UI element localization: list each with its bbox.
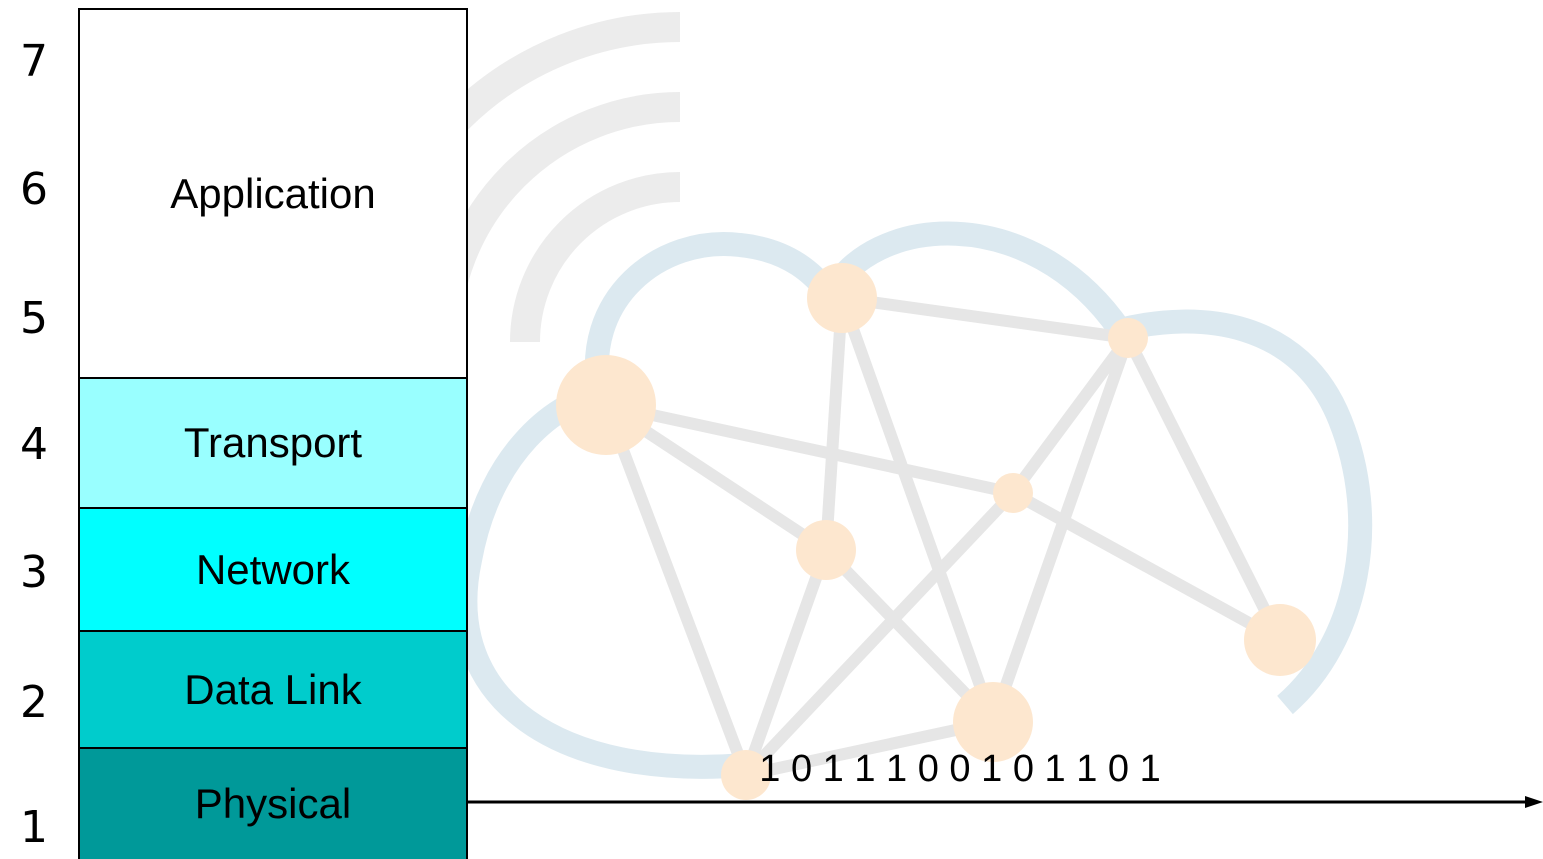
layer-network-label: Network	[195, 545, 351, 593]
network-node	[796, 520, 856, 580]
network-edges	[600, 292, 1286, 781]
transmission-arrow	[468, 796, 1543, 808]
layer-physical: Physical	[78, 747, 468, 859]
layer-data-link: Data Link	[78, 630, 468, 749]
layer-number-1: 1	[20, 802, 48, 853]
layer-physical-label: Physical	[194, 780, 352, 827]
layer-application: Application	[78, 8, 468, 379]
layer-number-6: 6	[20, 164, 48, 215]
network-node	[953, 682, 1033, 762]
network-node	[807, 263, 877, 333]
layer-transport: Transport	[78, 377, 468, 509]
cloud-outline	[453, 221, 1373, 779]
network-node	[993, 473, 1033, 513]
layer-number-5: 5	[20, 293, 48, 344]
network-node	[556, 355, 656, 455]
layer-number-3: 3	[20, 547, 48, 598]
layer-number-7: 7	[20, 36, 48, 87]
network-nodes	[556, 263, 1316, 800]
layer-number-4: 4	[20, 419, 48, 470]
layer-transport-label: Transport	[183, 419, 363, 466]
bit-stream: 1 0 1 1 1 0 0 1 0 1 1 0 1	[759, 748, 1161, 790]
layer-number-2: 2	[20, 677, 48, 728]
layer-data-link-label: Data Link	[184, 665, 362, 713]
network-node	[1108, 318, 1148, 358]
network-node	[1244, 604, 1316, 676]
layer-network: Network	[78, 507, 468, 632]
layer-application-label: Application	[170, 169, 376, 217]
network-node	[721, 750, 771, 800]
